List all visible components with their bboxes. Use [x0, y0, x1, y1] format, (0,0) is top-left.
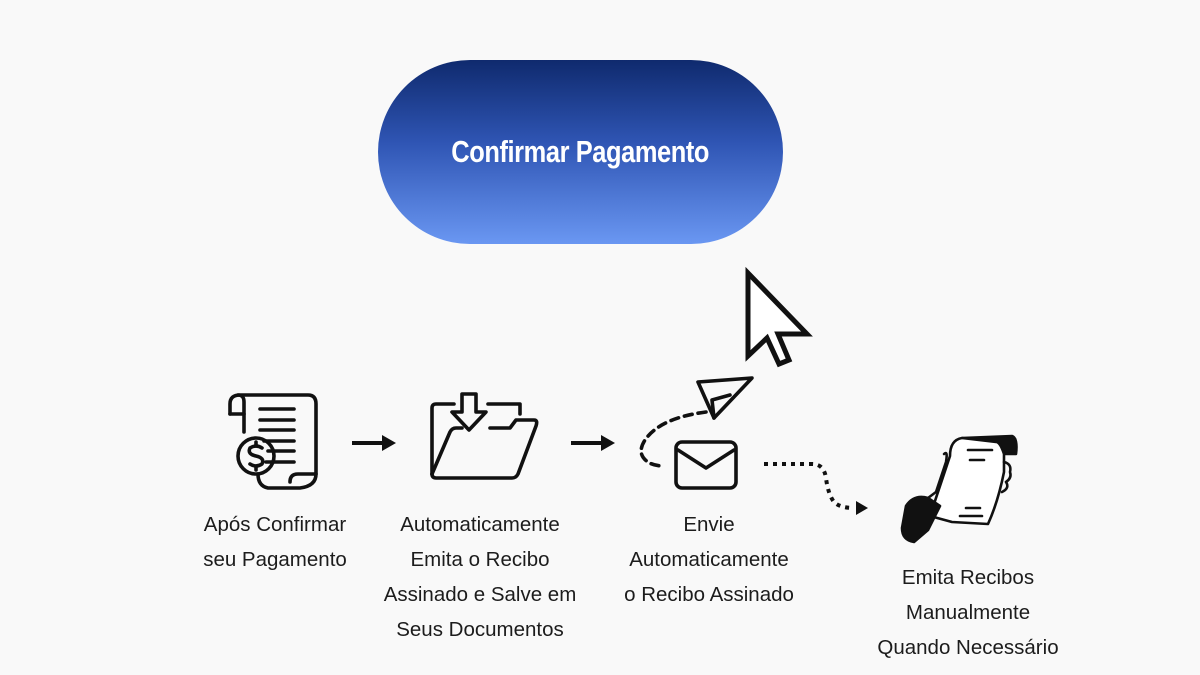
confirm-payment-button[interactable]: Confirmar Pagamento: [378, 60, 783, 244]
folder-download-icon: [430, 392, 539, 480]
dotted-arrow-icon: [764, 462, 868, 515]
caption-line: Manualmente: [905, 601, 1031, 624]
step-caption-4: Emita Recibos Manualmente Quando Necessá…: [858, 560, 1078, 665]
step-caption-2: Automaticamente Emita o Recibo Assinado …: [365, 507, 595, 647]
receipt-dollar-icon: [228, 393, 318, 490]
arrow-right-icon: [571, 435, 615, 451]
mouse-cursor-icon: [745, 266, 813, 368]
caption-line: Automaticamente: [629, 548, 789, 571]
arrow-right-icon: [352, 435, 396, 451]
hand-receipt-icon: [900, 434, 1018, 544]
confirm-payment-label: Confirmar Pagamento: [451, 134, 710, 169]
caption-line: Seus Documentos: [396, 618, 564, 641]
caption-line: Envie: [683, 513, 735, 536]
step-caption-3: Envie Automaticamente o Recibo Assinado: [600, 507, 818, 612]
caption-line: seu Pagamento: [203, 548, 347, 571]
caption-line: Quando Necessário: [877, 636, 1059, 659]
caption-line: o Recibo Assinado: [624, 583, 794, 606]
caption-line: Automaticamente: [400, 513, 560, 536]
envelope-send-icon: [639, 376, 754, 490]
caption-line: Emita o Recibo: [410, 548, 550, 571]
step-caption-1: Após Confirmar seu Pagamento: [180, 507, 370, 577]
caption-line: Emita Recibos: [901, 566, 1035, 589]
caption-line: Após Confirmar: [203, 513, 347, 536]
caption-line: Assinado e Salve em: [383, 583, 577, 606]
